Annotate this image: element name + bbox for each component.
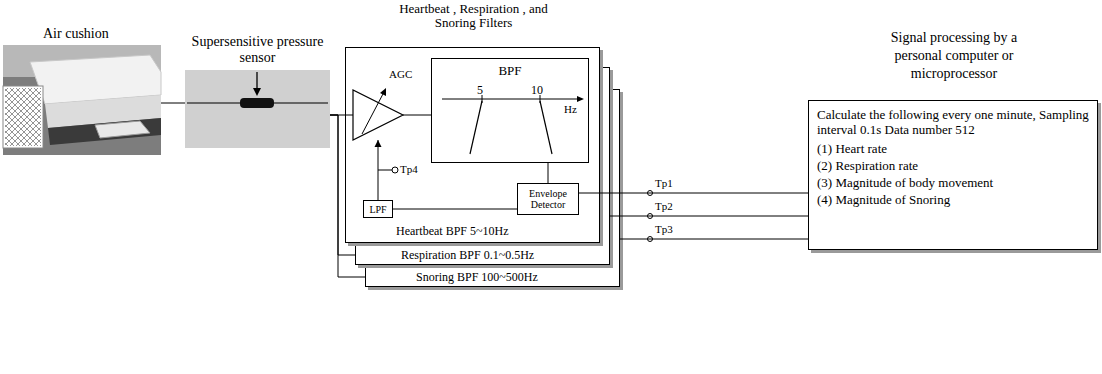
air-cushion xyxy=(95,121,150,138)
test-point-label: Tp3 xyxy=(655,223,673,236)
arrow-head xyxy=(380,88,386,96)
amplifier-block: AGC xyxy=(353,68,415,140)
mattress-top xyxy=(30,55,161,104)
wire-line xyxy=(330,115,355,255)
box-heading: Air cushion xyxy=(43,25,109,42)
sensor-body xyxy=(240,98,274,108)
signal-wire xyxy=(415,115,431,116)
test-point xyxy=(648,237,653,242)
signal-wire xyxy=(330,115,355,255)
test-stub xyxy=(378,170,392,171)
air-cushion-photo xyxy=(3,45,161,155)
block-label: Envelope Detector xyxy=(518,188,578,210)
process-note: Calculate the following every one minute… xyxy=(817,107,1089,137)
wire-line xyxy=(161,103,185,104)
arrow-head xyxy=(253,88,261,96)
output-item: (2) Respiration rate xyxy=(817,157,1089,174)
leader-line xyxy=(256,72,257,89)
signal-wire xyxy=(548,163,549,183)
output-item: (1) Heart rate xyxy=(817,140,1089,157)
arrow-head xyxy=(375,140,382,147)
output-item: (3) Magnitude of body movement xyxy=(817,174,1089,191)
amplifier-symbol xyxy=(346,88,415,140)
agc-arrow xyxy=(362,92,384,134)
inset-frame xyxy=(3,86,43,148)
signal-wire xyxy=(579,193,808,194)
wire-line xyxy=(415,115,431,116)
test-point xyxy=(392,167,398,173)
photo-wall xyxy=(3,45,161,77)
signal-wire xyxy=(393,209,517,210)
output-item: (4) Magnitude of Snoring xyxy=(817,191,1089,208)
photo-ground xyxy=(3,45,161,155)
photo-panel: Supersensitive pressure sensor xyxy=(185,70,330,148)
box-heading: Heartbeat , Respiration , and Snoring Fi… xyxy=(386,2,561,30)
wire-line xyxy=(620,239,808,240)
photo-panel: Air cushion xyxy=(3,45,161,155)
filter-label: Snoring BPF 100~500Hz xyxy=(416,270,538,284)
bed-frame xyxy=(48,118,161,145)
filter-slope xyxy=(470,101,482,154)
block-label: BPF xyxy=(432,63,588,79)
tick-mark xyxy=(540,95,541,103)
wire-line xyxy=(548,163,549,183)
amplifier-triangle xyxy=(353,90,403,140)
pressure-sensor-photo xyxy=(185,70,330,148)
bpf-block: BPF 5 10Hz xyxy=(431,58,589,163)
wire xyxy=(403,115,415,116)
axis-value: 5 xyxy=(477,83,483,97)
mattress-side xyxy=(45,95,161,128)
test-point xyxy=(648,191,653,196)
wire-line xyxy=(330,115,365,277)
cushion-lattice xyxy=(5,88,41,146)
wire-line xyxy=(579,193,808,194)
filter-board: Heartbeat , Respiration , and Snoring Fi… xyxy=(345,47,600,243)
signal-wire xyxy=(610,216,808,217)
tick-mark xyxy=(482,95,483,103)
wire-line xyxy=(378,140,379,200)
signal-wire xyxy=(620,239,808,240)
signal-wire xyxy=(161,103,185,104)
filter-label: Heartbeat BPF 5~10Hz xyxy=(396,224,508,238)
wire-line xyxy=(393,209,517,210)
lpf-block: LPF xyxy=(363,200,393,218)
process-box: Signal processing by a personal computer… xyxy=(808,100,1098,250)
signal-wire xyxy=(330,115,365,277)
filter-slope xyxy=(540,101,552,154)
box-heading: Supersensitive pressure sensor xyxy=(185,34,330,66)
bandpass-graph xyxy=(442,95,584,154)
photo-ground xyxy=(185,70,330,148)
signal-wire xyxy=(375,140,382,200)
wire-line xyxy=(610,216,808,217)
wire-line xyxy=(330,115,345,116)
test-point-label: Tp4 xyxy=(400,163,418,176)
axis-value: 10 xyxy=(531,83,543,97)
frequency-axis xyxy=(442,99,578,100)
arrow-head xyxy=(577,96,584,102)
test-point-label: Tp1 xyxy=(655,177,673,190)
detector-block: Envelope Detector xyxy=(517,183,579,215)
test-point-label: Tp2 xyxy=(655,200,673,213)
wire xyxy=(346,115,353,116)
signal-wire xyxy=(330,115,345,116)
sensor-tube xyxy=(187,102,328,104)
test-point xyxy=(648,214,653,219)
block-label: LPF xyxy=(369,204,386,215)
test-points xyxy=(378,167,653,242)
box-heading: Signal processing by a personal computer… xyxy=(874,29,1034,83)
block-label: AGC xyxy=(389,68,412,81)
axis-unit: Hz xyxy=(564,103,577,116)
filter-label: Respiration BPF 0.1~0.5Hz xyxy=(401,248,534,262)
